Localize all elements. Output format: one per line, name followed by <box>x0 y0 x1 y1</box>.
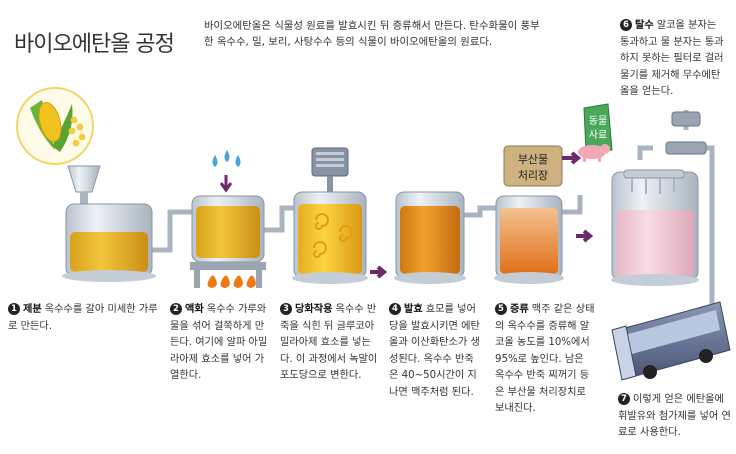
step-4-head: 발효 <box>404 304 423 315</box>
tank-fermentation <box>394 191 466 284</box>
step-5-text: 맥주 같은 상태의 옥수수를 증류해 알코올 농도를 10%에서 95%로 높인… <box>495 304 595 414</box>
input-arrow <box>219 175 233 193</box>
feed-label-1: 동물 <box>589 115 607 127</box>
motor-icon <box>311 147 349 192</box>
flow-arrow-5-6 <box>576 229 594 243</box>
step-2-text: 옥수수 가루와 물을 섞어 걸쭉하게 만든다. 여기에 알파 아밀라아제 효소를… <box>170 304 268 381</box>
tank-liquefaction <box>190 195 266 288</box>
feed-bag: 동물 사료 <box>583 103 613 153</box>
tank-dehydration <box>611 169 699 286</box>
step-4-text: 효모를 넣어 당을 발효시키면 에탄올과 이산화탄소가 생성된다. 옥수수 반죽… <box>389 304 480 398</box>
step-7-number: 7 <box>618 393 630 405</box>
step-1-head: 제분 <box>23 304 42 315</box>
step-1-number: 1 <box>8 303 20 315</box>
step-2-head: 액화 <box>185 304 204 315</box>
step-6-text: 알코올 분자는 통과하고 물 분자는 통과하지 못하는 필터로 걸러 물기를 제… <box>620 20 724 97</box>
bus-icon <box>611 301 731 381</box>
step-3-head: 당화작용 <box>295 304 333 315</box>
tank-saccharification <box>292 191 368 284</box>
step-4-number: 4 <box>389 303 401 315</box>
step-6-number: 6 <box>620 19 632 31</box>
step-7-text: 이렇게 얻은 에탄올에 휘발유와 첨가제를 넣어 연료로 사용한다. <box>618 394 731 438</box>
flame-icon <box>207 275 256 288</box>
byproduct-label-2: 처리장 <box>518 169 548 182</box>
flow-arrow-3-4 <box>370 265 388 279</box>
step-5-number: 5 <box>495 303 507 315</box>
tank-milling <box>62 165 156 282</box>
step-3-text: 옥수수 반죽을 식힌 뒤 글루코아밀라아제 효소를 넣는다. 이 과정에서 녹말… <box>280 304 378 381</box>
intro-text: 바이오에탄올은 식물성 원료를 발효시킨 뒤 증류해서 만든다. 탄수화물이 풍… <box>204 20 540 48</box>
water-drop-icon <box>212 150 241 167</box>
tank-distillation <box>494 195 564 284</box>
valve-icon <box>665 111 707 155</box>
step-2-number: 2 <box>170 303 182 315</box>
pig-icon <box>578 144 610 162</box>
page-title: 바이오에탄올 공정 <box>14 32 175 57</box>
step-1-text: 옥수수를 갈아 미세한 가루로 만든다. <box>8 304 158 332</box>
step-6-head: 탈수 <box>635 20 654 31</box>
byproduct-label-1: 부산물 <box>518 153 548 166</box>
step-3-number: 3 <box>280 303 292 315</box>
flow-arrow-byproduct <box>562 151 582 165</box>
feed-label-2: 사료 <box>589 129 607 141</box>
corn-icon <box>16 87 94 165</box>
step-5-head: 증류 <box>510 304 529 315</box>
byproduct-plant: 부산물 처리장 <box>503 145 563 187</box>
